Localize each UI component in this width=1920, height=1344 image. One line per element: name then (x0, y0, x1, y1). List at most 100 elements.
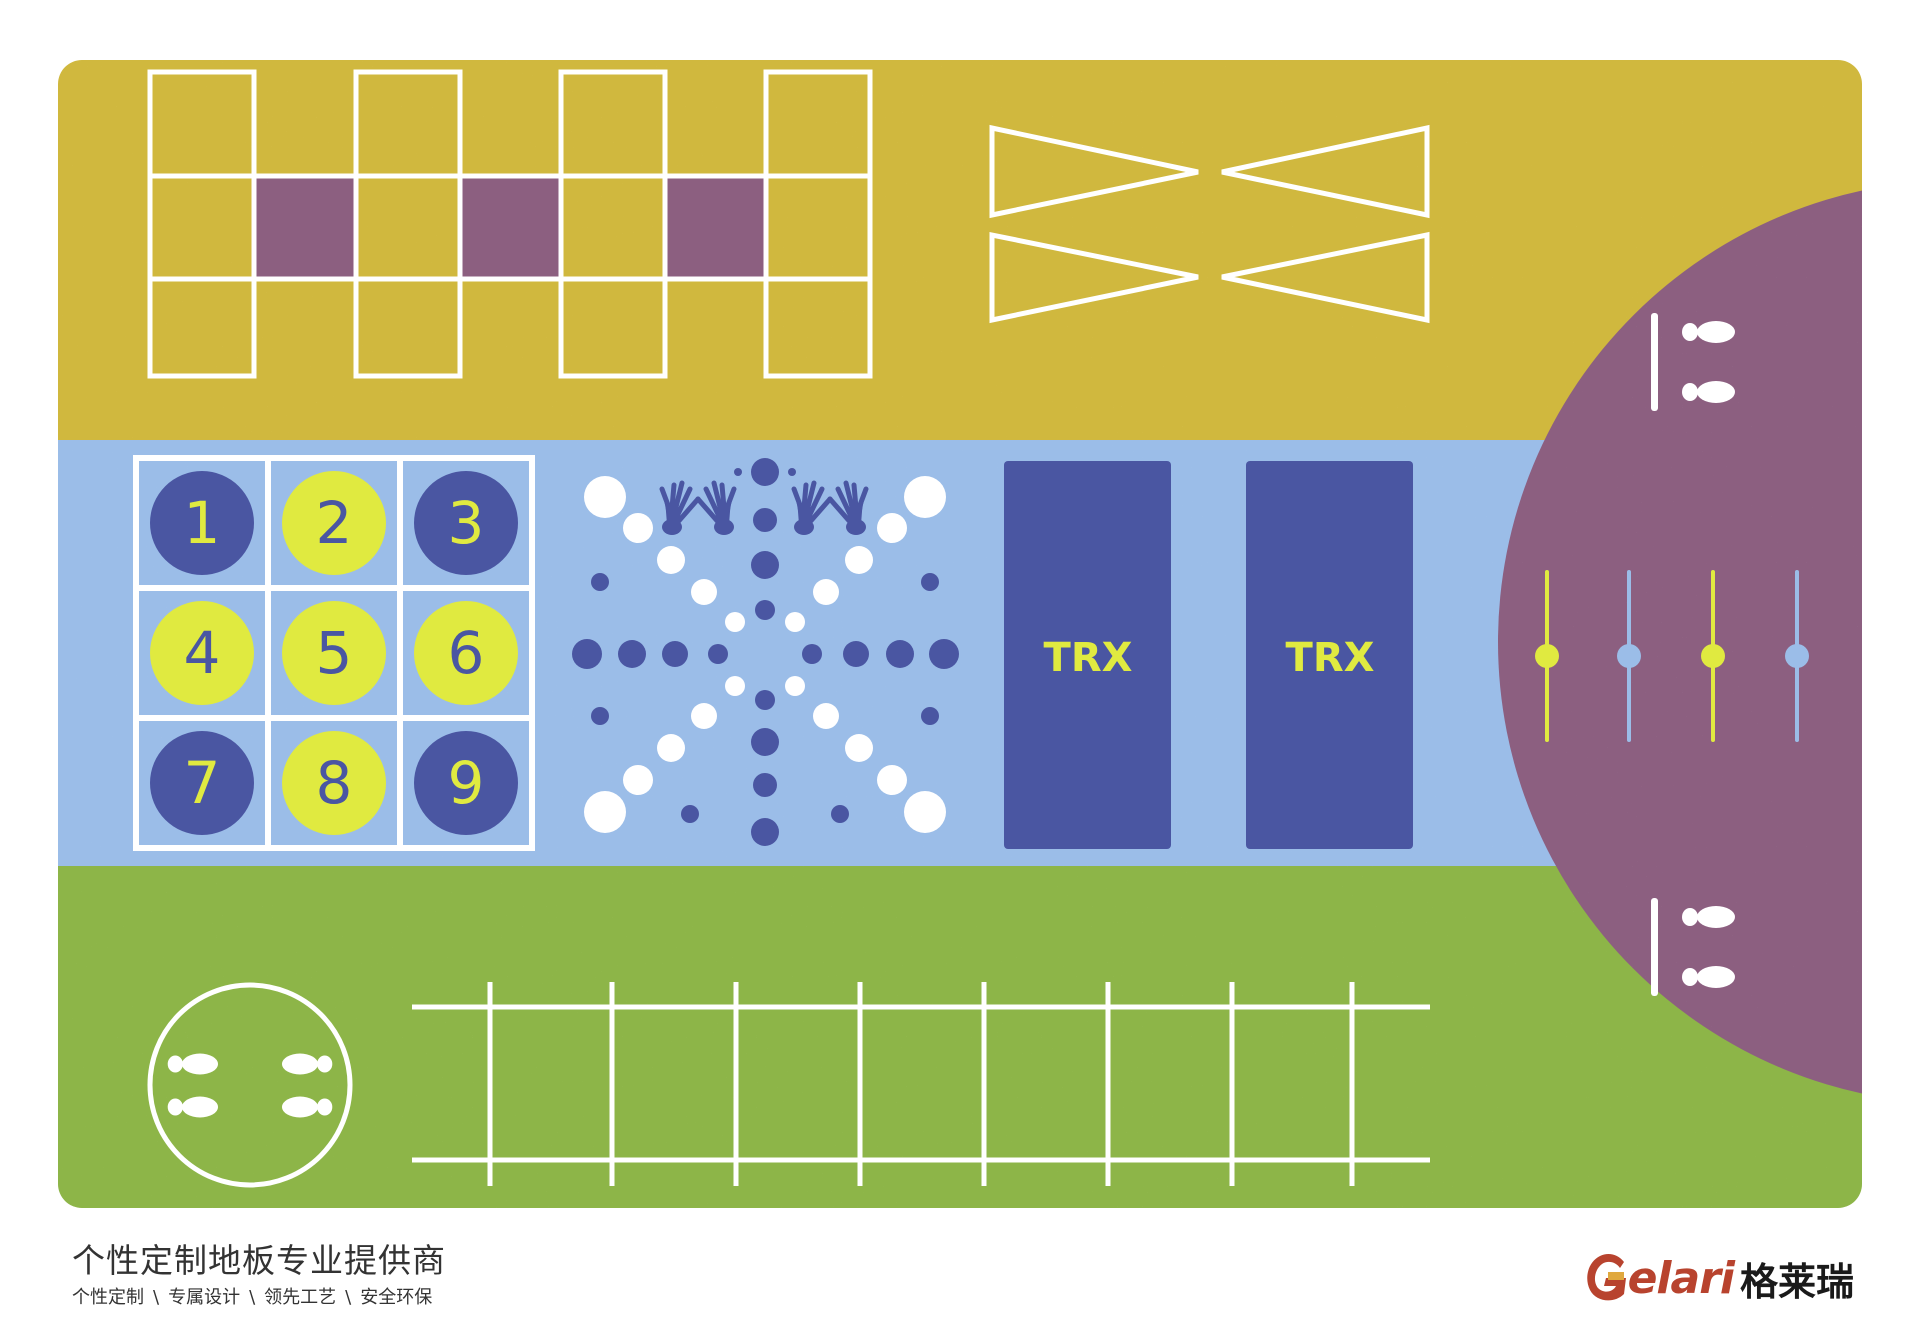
pattern-dot (591, 707, 609, 725)
pattern-dot (584, 791, 626, 833)
number-label: 1 (184, 489, 221, 557)
hopscotch-column (558, 69, 668, 379)
slider-knob (1701, 644, 1725, 668)
trx-label: TRX (1286, 635, 1375, 681)
footprint-marker-top (1651, 313, 1735, 411)
pattern-dot (751, 551, 779, 579)
pattern-dot (691, 703, 717, 729)
number-disc-9 (414, 731, 518, 835)
footprint-icon (1682, 966, 1735, 988)
feature-exclusive-design: 专属设计 (168, 1287, 241, 1308)
pattern-dot (904, 476, 946, 518)
number-label: 4 (184, 619, 221, 687)
pattern-dot (921, 707, 939, 725)
number-label: 5 (316, 619, 353, 687)
pattern-dot (755, 600, 775, 620)
pattern-dot (725, 612, 745, 632)
pattern-dot (591, 573, 609, 591)
number-disc-2 (282, 471, 386, 575)
footprint-icon (1682, 321, 1735, 343)
feature-separator: \ (249, 1287, 256, 1308)
footprint-marker-bottom (1651, 898, 1735, 996)
slider-markers (1535, 570, 1809, 742)
number-disc-6 (414, 601, 518, 705)
brand-logo: elari 格莱瑞 (1580, 1248, 1854, 1308)
pattern-dot (753, 508, 777, 532)
pattern-dot (623, 513, 653, 543)
pattern-dot (929, 639, 959, 669)
pattern-dot (802, 644, 822, 664)
trx-pad (1004, 461, 1171, 849)
hopscotch-column (353, 69, 463, 379)
hand-print-icon (659, 480, 737, 535)
footprint-icon (1682, 906, 1735, 928)
pattern-dot (584, 476, 626, 518)
triangle-top-right (1221, 124, 1430, 219)
trx-pad (1246, 461, 1413, 849)
hopscotch-column (763, 69, 873, 379)
number-disc-8 (282, 731, 386, 835)
number-label: 3 (448, 489, 485, 557)
feature-custom: 个性定制 (72, 1287, 144, 1308)
pattern-dot (681, 805, 699, 823)
pattern-dot (904, 791, 946, 833)
number-disc-5 (282, 601, 386, 705)
hopscotch-column (147, 69, 257, 379)
pattern-dot (755, 690, 775, 710)
pattern-dot (751, 818, 779, 846)
feature-leading-craft: 领先工艺 (264, 1287, 337, 1308)
footprint-icon (281, 1053, 333, 1075)
feature-separator: \ (153, 1287, 160, 1308)
slider-knob (1535, 644, 1559, 668)
pattern-dot (753, 773, 777, 797)
hand-print-icon (791, 480, 869, 535)
pattern-dot (623, 765, 653, 795)
number-label: 8 (316, 749, 353, 817)
slider-knob (1617, 644, 1641, 668)
hopscotch-grid (147, 69, 873, 379)
pattern-dot (845, 734, 873, 762)
agility-ladder (412, 982, 1430, 1186)
triangle-top-left (989, 124, 1199, 219)
pattern-dot (618, 640, 646, 668)
number-disc-3 (414, 471, 518, 575)
number-disc-7 (150, 731, 254, 835)
pattern-dot (921, 573, 939, 591)
pattern-dot (845, 546, 873, 574)
pattern-dot (751, 458, 779, 486)
feature-safe-eco: 安全环保 (360, 1287, 433, 1308)
pattern-dot (734, 468, 742, 476)
trx-label: TRX (1044, 635, 1133, 681)
pattern-dot (886, 640, 914, 668)
number-label: 7 (184, 749, 221, 817)
pattern-dot (831, 805, 849, 823)
pattern-dot (877, 513, 907, 543)
footer-tagline: 个性定制地板专业提供商 (72, 1241, 446, 1280)
slider-knob (1785, 644, 1809, 668)
footer-features: 个性定制\专属设计\领先工艺\安全环保 (72, 1283, 432, 1309)
triangle-bottom-right (1221, 231, 1430, 324)
brand-latin-name: elari (1627, 1252, 1735, 1304)
pattern-dot (691, 579, 717, 605)
pattern-dot (662, 641, 688, 667)
hopscotch-link-square (665, 176, 766, 279)
number-disc-1 (150, 471, 254, 575)
number-label: 9 (448, 749, 485, 817)
hopscotch-link-square (460, 176, 561, 279)
footprint-icon (167, 1053, 219, 1075)
hand-prints (659, 480, 869, 535)
trx-pads: TRX TRX (1004, 461, 1413, 849)
pattern-dot (572, 639, 602, 669)
pattern-dot (813, 579, 839, 605)
footprint-circle (147, 982, 353, 1188)
pattern-dot (785, 676, 805, 696)
pattern-dot (725, 676, 745, 696)
pattern-dot (788, 468, 796, 476)
footprint-icon (1682, 381, 1735, 403)
triangle-bottom-left (989, 231, 1199, 324)
x-dot-pattern (572, 458, 959, 846)
footprint-icon (167, 1096, 219, 1118)
pattern-dot (751, 728, 779, 756)
